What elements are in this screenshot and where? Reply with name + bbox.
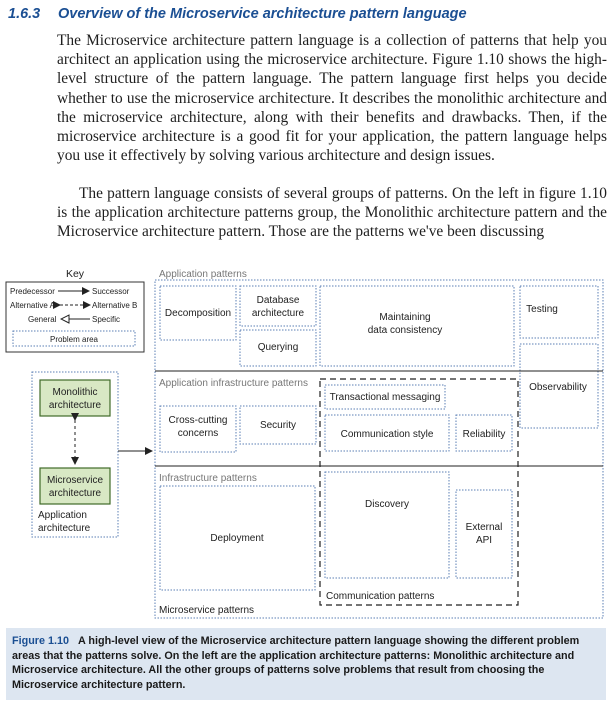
caption-text: A high-level view of the Microservice ar… [12,635,580,691]
communication-style-area [324,414,450,452]
application-architecture-label-2: architecture [38,523,91,534]
communication-style-label: Communication style [341,429,434,440]
key-predecessor: Predecessor [10,287,55,296]
caption-label: Figure 1.10 [12,635,70,647]
communication-patterns-area [319,378,519,606]
reliability-label: Reliability [463,429,506,440]
deployment-label: Deployment [210,533,264,544]
section-heading: 1.6.3 Overview of the Microservice archit… [8,6,608,22]
decomposition-area [159,285,237,341]
microservice-label-1: Microservice [47,475,104,486]
application-architecture-group: Monolithic architecture Microservice arc… [31,371,119,538]
transactional-messaging-area [324,384,446,410]
testing-label: Testing [526,304,558,315]
querying-label: Querying [258,342,299,353]
observability-label: Observability [529,382,587,393]
observability-area [519,343,599,429]
database-architecture-label-1: Database [257,295,300,306]
transactional-messaging-label: Transactional messaging [330,392,441,403]
database-architecture-label-2: architecture [252,308,305,319]
cross-cutting-label-1: Cross-cutting [169,415,228,426]
monolithic-label-2: architecture [49,400,102,411]
microservice-label-2: architecture [49,488,102,499]
key-problem-area-box [12,330,136,347]
infrastructure-patterns-label: Infrastructure patterns [159,473,257,484]
external-api-label-1: External [466,522,503,533]
key-alternative-b: Alternative B [92,301,137,310]
maintaining-label-1: Maintaining [379,312,430,323]
key-problem-area: Problem area [50,335,99,344]
key-title: Key [66,268,85,280]
key-alternative-a: Alternative A [10,301,56,310]
decomposition-label: Decomposition [165,308,231,319]
maintaining-label-2: data consistency [368,325,443,336]
reliability-area [455,414,513,452]
external-api-label-2: API [476,535,492,546]
microservice-architecture-pattern [39,467,111,505]
deployment-area [159,485,316,591]
key-specific: Specific [92,315,120,324]
querying-area [239,329,317,367]
key-legend: Key Predecessor Successor Alternative A … [5,268,145,353]
pattern-language-diagram: Key Predecessor Successor Alternative A … [5,268,604,619]
key-successor: Successor [92,287,130,296]
external-api-area [455,489,513,579]
database-architecture-area [239,285,317,327]
cross-cutting-label-2: concerns [178,428,219,439]
testing-area [519,285,599,339]
body-paragraph-2: The pattern language consists of several… [57,185,607,241]
application-patterns-label: Application patterns [159,269,247,280]
microservice-patterns-label: Microservice patterns [159,605,254,616]
key-general: General [28,315,57,324]
monolithic-label-1: Monolithic [52,387,97,398]
section-title: Overview of the Microservice architectur… [58,6,467,22]
microservice-patterns-group: Microservice patterns Application patter… [154,269,604,619]
cross-cutting-concerns-area [159,405,237,453]
communication-patterns-label: Communication patterns [326,591,434,602]
discovery-area [324,471,450,579]
body-paragraph-1: The Microservice architecture pattern la… [57,32,607,165]
application-infrastructure-patterns-label: Application infrastructure patterns [159,378,308,389]
application-architecture-area [31,371,119,538]
key-box [5,281,145,353]
maintaining-data-consistency-area [319,285,515,367]
discovery-label: Discovery [365,499,409,510]
figure-caption: Figure 1.10 A high-level view of the Mic… [6,628,606,700]
section-number: 1.6.3 [8,6,41,22]
security-label: Security [260,420,296,431]
application-architecture-label-1: Application [38,510,87,521]
